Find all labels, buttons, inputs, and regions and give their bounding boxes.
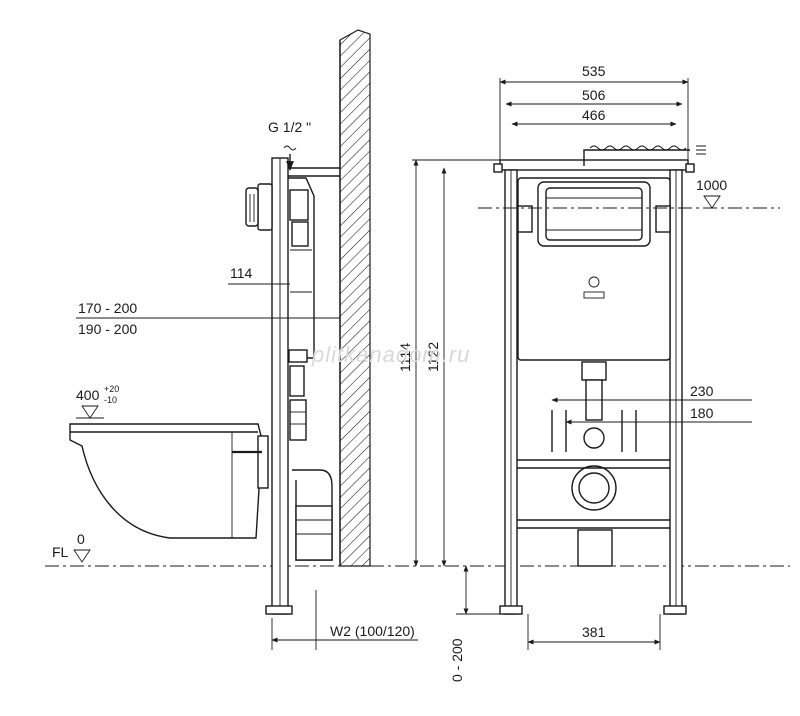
dim-flush-width-1: 230 [690,383,714,399]
dim-leg-span: 381 [582,624,606,640]
water-inlet-label: G 1/2 " [268,119,311,135]
front-cistern [517,177,671,361]
dim-height-1: 1114 [397,343,413,372]
dim-leg-adjust: 0 - 200 [449,638,465,682]
dim-bowl-height: 400 [76,387,100,403]
dim-bowl-tol-minus: -10 [104,395,117,405]
dim-flush-width-2: 180 [690,405,714,421]
side-drain-elbow [292,469,333,561]
side-view: G 1/2 " 114 170 - 200 190 - 200 400 +20 … [52,29,418,650]
dim-top-width-3: 466 [582,107,606,123]
side-dimensions: 114 170 - 200 190 - 200 400 +20 -10 FL 0… [52,265,418,650]
side-frame [265,157,340,615]
dim-wall-range-2: 190 - 200 [78,321,137,337]
dim-wall-range-1: 170 - 200 [78,300,137,316]
wall [339,29,371,567]
side-flush-pipe [289,365,307,441]
dim-bowl-tol-plus: +20 [104,384,119,394]
front-flush-pipe [571,361,617,567]
water-inlet-connection: G 1/2 " [268,119,311,171]
front-frame [493,159,695,615]
front-studs [551,410,637,452]
dim-level-1000: 1000 [696,177,727,193]
toilet-bowl [69,423,269,539]
floor-zero-label: 0 [77,531,85,547]
floor-level-label: FL [52,544,69,560]
side-flush-plate [245,183,273,231]
dim-frame-depth: 114 [230,265,253,281]
side-cistern [288,177,315,363]
dim-height-2: 1122 [425,342,441,372]
front-view: 535 506 466 1114 1122 1000 230 180 381 0 [397,63,780,682]
watermark: plitkanadom.ru [311,342,470,367]
dim-top-width-2: 506 [582,87,606,103]
front-inlet-hose [583,149,690,166]
front-dimensions: 535 506 466 1114 1122 1000 230 180 381 0 [397,63,780,682]
dim-top-width-1: 535 [582,63,606,79]
dim-drain-width: W2 (100/120) [330,623,415,639]
